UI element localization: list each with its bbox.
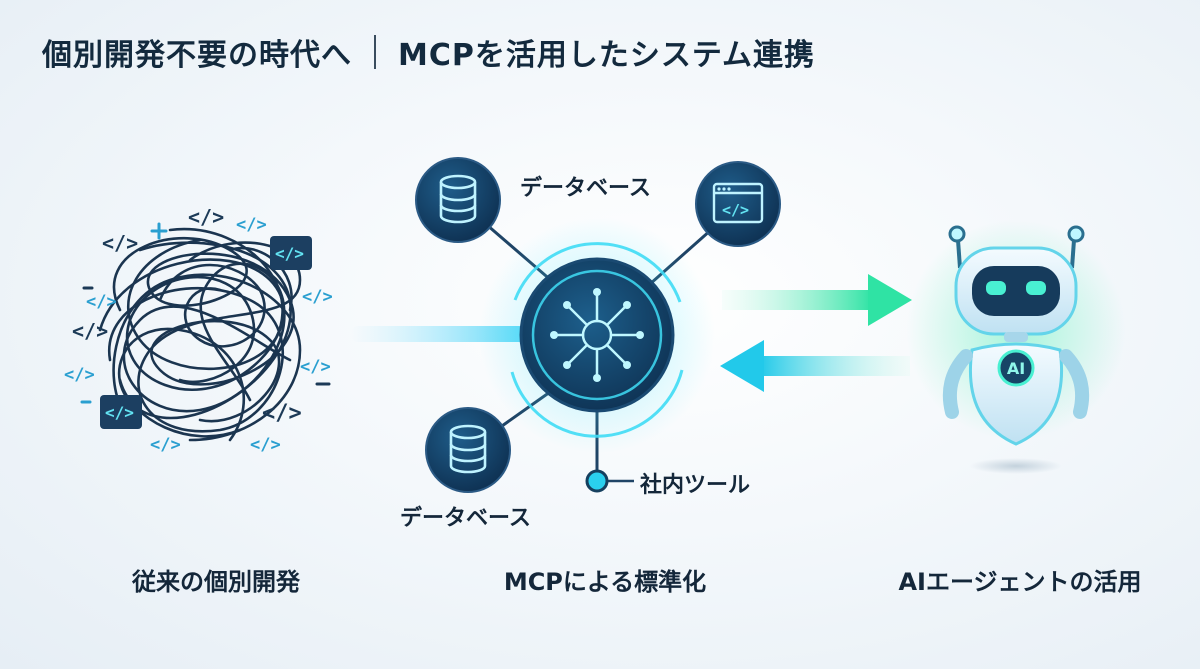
code-tag: </>	[722, 201, 749, 219]
database-top-node	[415, 157, 501, 243]
code-tag: </>	[302, 287, 333, 307]
code-tag: </>	[102, 231, 138, 255]
code-window-icon	[712, 182, 764, 224]
code-tag: </>	[105, 403, 134, 422]
tangle-icon	[98, 227, 302, 442]
title-right: MCPを活用したシステム連携	[398, 38, 815, 73]
code-tag: </>	[188, 205, 224, 229]
code-tag: </>	[300, 357, 331, 377]
label-internal-tool: 社内ツール	[640, 473, 751, 498]
code-tag: </>	[64, 365, 95, 385]
hub-ring-arc-bottom	[510, 369, 684, 438]
code-tag: </>	[275, 244, 304, 263]
code-tag: </>	[262, 401, 302, 426]
database-bottom-node	[425, 407, 511, 493]
robot-badge-label: AI	[1007, 359, 1025, 378]
code-tag: </>	[72, 319, 108, 343]
code-tag: </>	[236, 215, 267, 235]
database-icon	[449, 424, 487, 474]
page-title: 個別開発不要の時代へ MCPを活用したシステム連携	[42, 30, 815, 74]
database-icon	[439, 174, 477, 224]
code-tag: </>	[250, 435, 281, 455]
caption-ai-agent: AIエージェントの活用	[898, 568, 1142, 596]
caption-traditional: 従来の個別開発	[132, 568, 300, 596]
arrow-to-hub	[720, 340, 910, 392]
plus-minus-marks	[80, 222, 331, 404]
hub-icon	[550, 288, 644, 382]
hub-inner-ring	[531, 269, 663, 401]
label-database-top: データベース	[520, 176, 651, 201]
label-database-bottom: データベース	[400, 506, 531, 531]
code-tag: </>	[150, 435, 181, 455]
code-box-top-right: </>	[270, 236, 312, 270]
hub-ring-arc-top	[513, 242, 682, 303]
arrow-to-agent	[722, 274, 912, 326]
code-tags-scatter: </> </> </> </> </> </> </> </> </> </> …	[64, 205, 333, 455]
hub-circle	[519, 257, 675, 413]
robot-icon	[906, 220, 1126, 474]
code-window-node: </>	[695, 161, 781, 247]
code-tag: </>	[86, 292, 117, 312]
internal-tool-dot	[585, 469, 609, 493]
title-divider	[374, 35, 376, 69]
title-left: 個別開発不要の時代へ	[42, 38, 352, 73]
code-box-bottom-left: </>	[100, 395, 142, 429]
caption-mcp: MCPによる標準化	[503, 568, 707, 596]
